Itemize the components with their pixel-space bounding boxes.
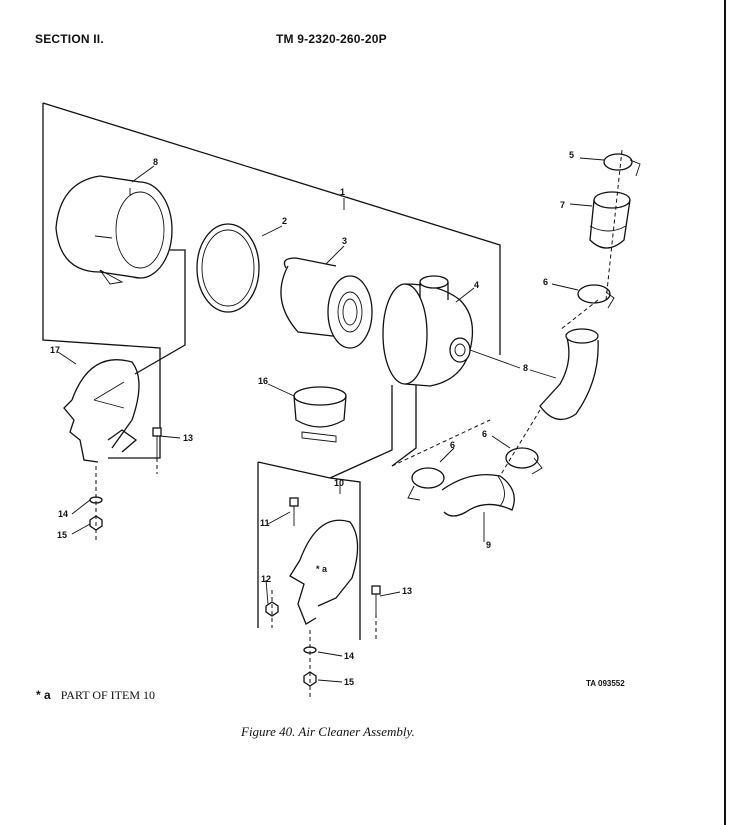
cleaner-body-part (382, 275, 521, 387)
callout-11: 11 (260, 518, 270, 528)
bracket-panel-outline (257, 461, 361, 640)
callout-6-left: 6 (450, 440, 455, 450)
elbow-hose-part (539, 328, 599, 421)
manual-number: TM 9-2320-260-20P (276, 32, 387, 46)
callout-15-left: 15 (57, 530, 67, 540)
figure-code: TA 093552 (586, 679, 625, 688)
callout-16: 16 (258, 376, 268, 386)
mounting-strap-left-part (63, 359, 140, 463)
hose-clamp-lower-left-part (407, 467, 445, 501)
callout-13-left: 13 (183, 433, 193, 443)
figure-caption: Figure 40. Air Cleaner Assembly. (241, 724, 415, 739)
hose-clamp-middle-part (577, 284, 615, 309)
bracket-strap-part (289, 519, 359, 625)
callout-13-right: 13 (402, 586, 412, 596)
bolt-13-left (152, 427, 162, 458)
hose-clamp-lower-right-part (505, 447, 543, 475)
footnote-text: PART OF ITEM 10 (60, 688, 156, 702)
dust-cap-part (293, 386, 347, 443)
callout-1: 1 (340, 187, 345, 197)
callout-4: 3 (342, 236, 347, 246)
callout-2: 8 (153, 157, 158, 167)
section-heading: SECTION II. (35, 32, 104, 46)
housing-body-part (55, 175, 173, 285)
callout-6-middle: 6 (543, 277, 548, 287)
page-edge-rule (724, 0, 726, 825)
callout-9: 9 (486, 540, 491, 550)
callout-12: 12 (261, 574, 271, 584)
filter-element-part (280, 257, 373, 349)
callout-14-bottom: 14 (344, 651, 354, 661)
bolt-11 (289, 497, 299, 526)
coupler-part (589, 191, 631, 249)
callout-5: 4 (474, 280, 479, 290)
bolt-13-right (371, 585, 381, 614)
callout-6-top: 5 (569, 150, 574, 160)
lower-hose-part (441, 473, 515, 517)
callout-15-bottom: 15 (344, 677, 354, 687)
callout-6-right: 6 (482, 429, 487, 439)
callout-7: 7 (560, 200, 565, 210)
callout-3: 2 (282, 216, 287, 226)
callout-10: 10 (334, 478, 344, 488)
hose-clamp-top-part (603, 153, 641, 177)
footnote: * a PART OF ITEM 10 (36, 688, 155, 703)
assembly-boundary-line (42, 102, 501, 459)
callout-8: 8 (523, 363, 528, 373)
callout-14-left: 14 (58, 509, 68, 519)
footnote-marker: * a (36, 688, 51, 702)
nut-12 (265, 601, 279, 617)
callout-17: 17 (50, 345, 60, 355)
gasket-ring-part (196, 223, 260, 313)
inline-part-marker: * a (316, 564, 328, 574)
